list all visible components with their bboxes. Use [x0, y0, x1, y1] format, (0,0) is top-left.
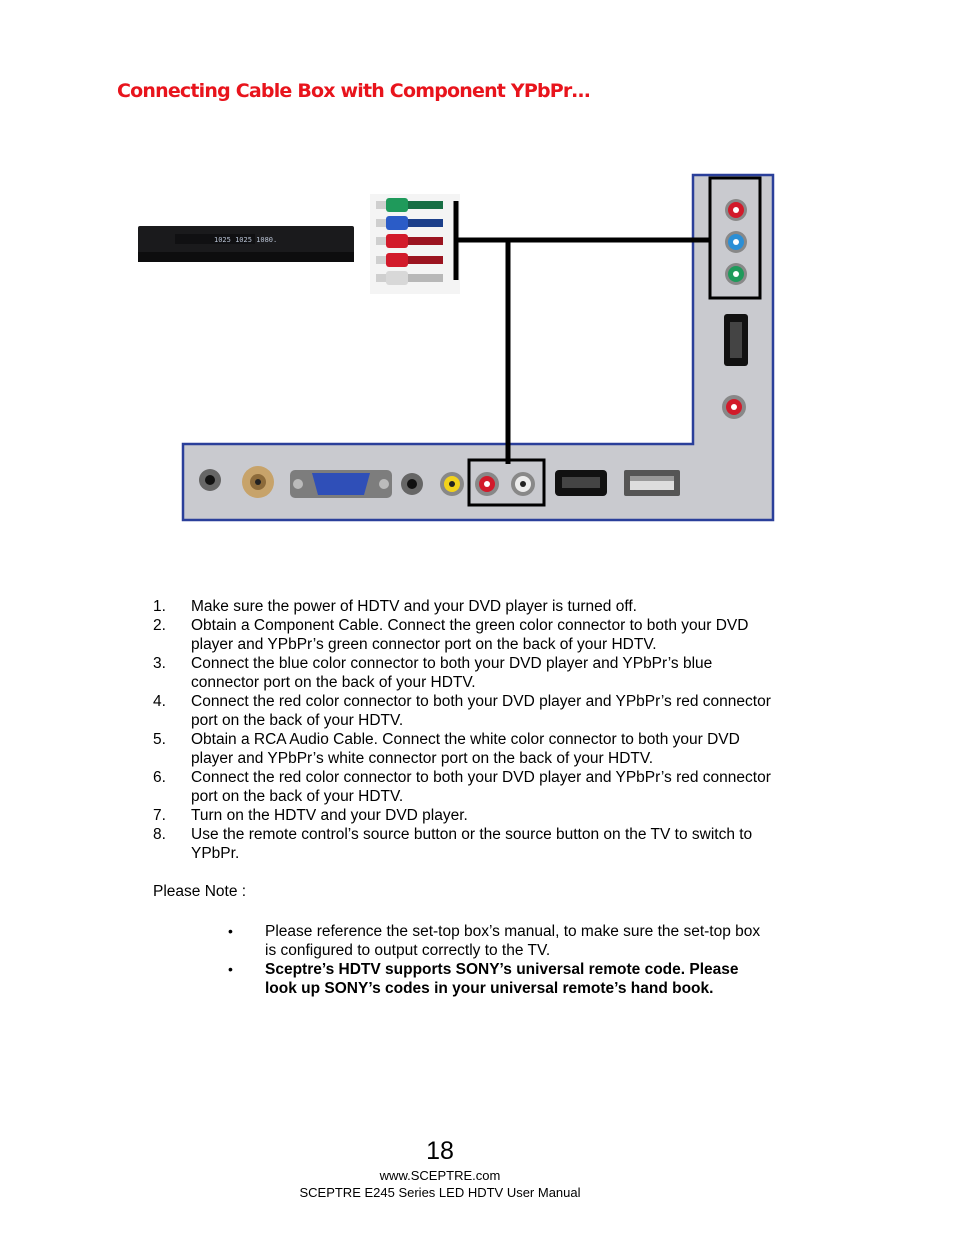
- set-top-box-display: 1025 1025 1080.: [214, 236, 277, 244]
- pc-audio-jack: [401, 473, 423, 495]
- note-label: Please Note :: [153, 883, 247, 900]
- plug-red-audio: [376, 253, 443, 267]
- plug-red-video: [376, 234, 443, 248]
- component-cable-plugs: [370, 194, 460, 294]
- note-item: •Please reference the set-top box’s manu…: [228, 923, 761, 959]
- vga-port: [290, 470, 392, 498]
- port-audio-white: [511, 472, 535, 496]
- step-item: 4.Connect the red color connector to bot…: [153, 693, 771, 729]
- audio-port-group: [467, 458, 546, 507]
- note-item-bold: •Sceptre’s HDTV supports SONY’s universa…: [228, 961, 739, 997]
- ypbpr-port-group: [708, 176, 762, 300]
- step-item: 6.Connect the red color connector to bot…: [153, 769, 771, 805]
- page-number: 18: [426, 1137, 454, 1165]
- wiring-lines: [453, 201, 710, 464]
- hdmi-port: [555, 470, 607, 496]
- step-item: 3.Connect the blue color connector to bo…: [153, 655, 713, 691]
- page-title: Connecting Cable Box with Component YPbP…: [117, 80, 590, 102]
- tv-back-panel: [181, 173, 775, 522]
- port-green: [725, 263, 747, 285]
- coax-port: [242, 466, 274, 498]
- plug-blue: [376, 216, 443, 230]
- step-item: 1.Make sure the power of HDTV and your D…: [153, 598, 637, 615]
- headphone-jack: [199, 469, 221, 491]
- plug-green: [376, 198, 443, 212]
- port-audio-red: [475, 472, 499, 496]
- step-item: 8.Use the remote control’s source button…: [153, 826, 753, 862]
- step-item: 5.Obtain a RCA Audio Cable. Connect the …: [153, 731, 740, 767]
- set-top-box: 1025 1025 1080.: [138, 226, 354, 262]
- spdif-port: [722, 395, 746, 419]
- step-item: 2.Obtain a Component Cable. Connect the …: [153, 617, 749, 653]
- port-red: [725, 199, 747, 221]
- port-blue: [725, 231, 747, 253]
- hdmi-port-vertical: [724, 314, 748, 366]
- video-port-yellow: [440, 472, 464, 496]
- usb-port: [624, 470, 680, 496]
- note-list: •Please reference the set-top box’s manu…: [228, 922, 768, 998]
- footer-manual-title: SCEPTRE E245 Series LED HDTV User Manual: [299, 1185, 581, 1200]
- plug-white-audio: [376, 271, 443, 285]
- footer-website: www.SCEPTRE.com: [379, 1168, 501, 1183]
- instruction-steps: 1.Make sure the power of HDTV and your D…: [153, 597, 773, 863]
- step-item: 7.Turn on the HDTV and your DVD player.: [153, 807, 468, 824]
- connection-diagram: 1025 1025 1080.: [138, 173, 775, 522]
